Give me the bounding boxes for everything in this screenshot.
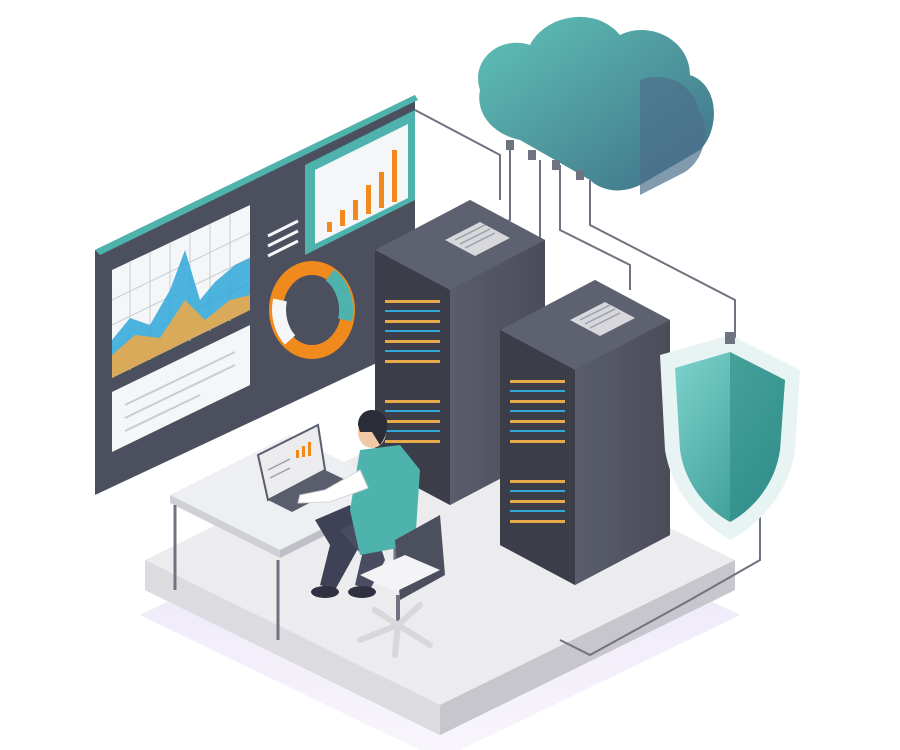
server-rack-icon xyxy=(500,280,670,585)
office-chair xyxy=(357,515,445,658)
donut-chart-icon xyxy=(269,261,355,359)
laptop-icon xyxy=(256,423,350,512)
bar-chart-icon xyxy=(305,110,415,255)
area-chart-icon xyxy=(111,205,251,378)
cloud-icon xyxy=(478,16,714,195)
menu-lines xyxy=(267,219,299,258)
shield-icon xyxy=(660,332,800,540)
report-panel xyxy=(112,325,250,452)
